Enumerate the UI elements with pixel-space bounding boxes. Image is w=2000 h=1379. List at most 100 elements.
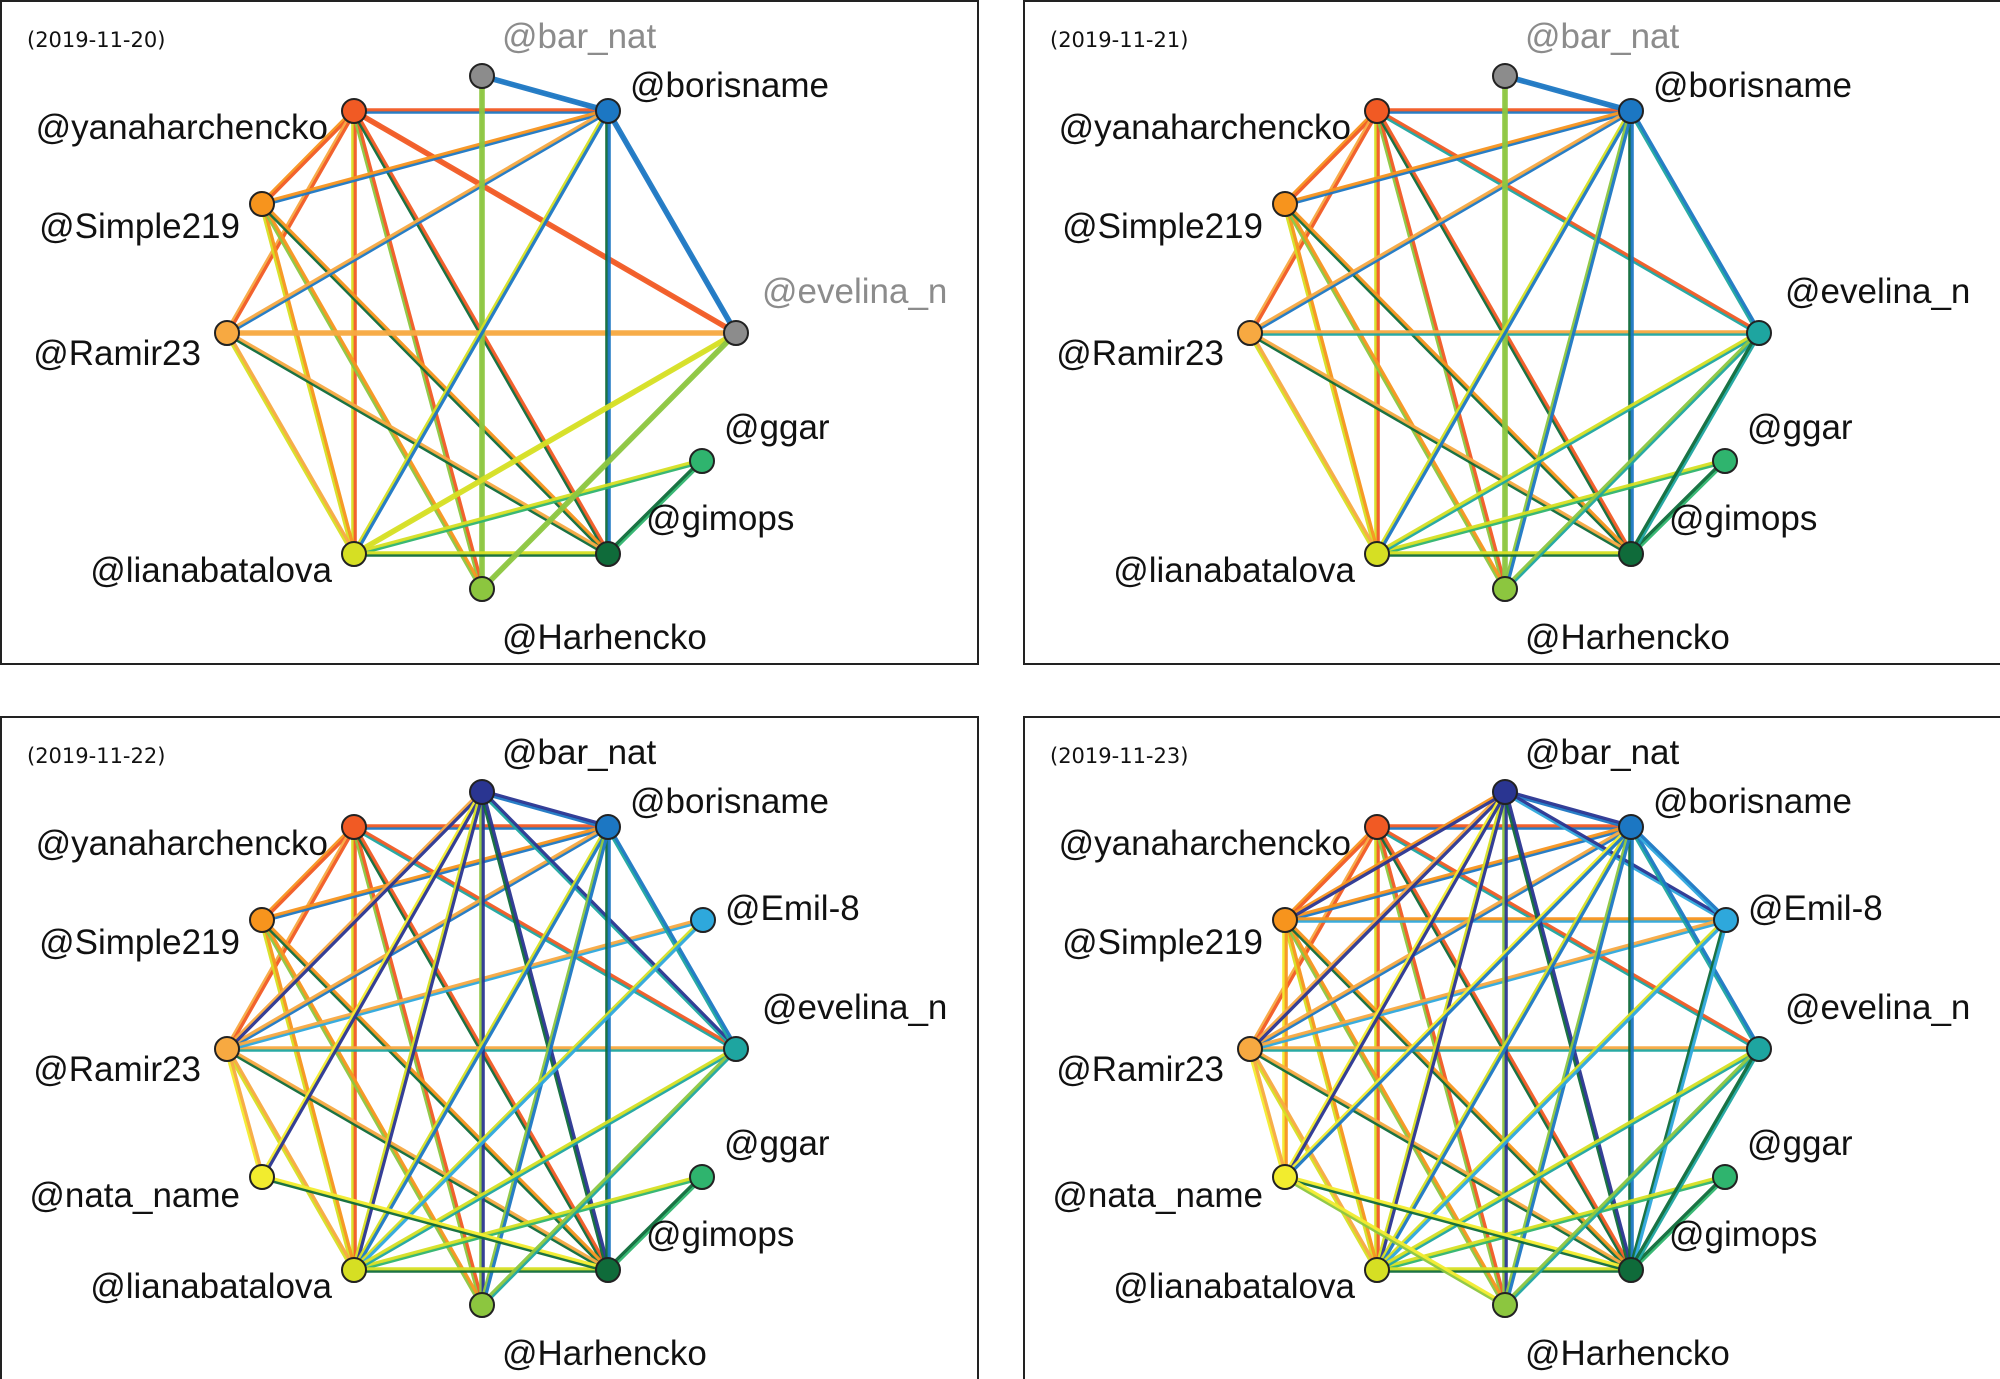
node-evelina_n: [1746, 320, 1772, 346]
node-evelina_n: [723, 320, 749, 346]
edge-bar_nat-gimops-b: [1504, 790, 1634, 1272]
edge-bar_nat-Simple219-b: [1284, 791, 1508, 923]
edge-lianabatalova-ggar-b: [1375, 1174, 1727, 1271]
node-label-lianabatalova: @lianabatalova: [90, 1267, 332, 1306]
edge-borisname-Harhencko-b: [481, 825, 611, 1307]
edge-bar_nat-nata_name: [1282, 789, 1506, 1179]
node-label-yanaharchencko: @yanaharchencko: [1059, 108, 1351, 147]
node-Simple219: [249, 907, 275, 933]
node-bar_nat: [469, 779, 495, 805]
edge-bar_nat-borisname: [480, 75, 610, 114]
edge-borisname-lianabatalova-b: [1376, 825, 1634, 1273]
node-label-Harhencko: @Harhencko: [1525, 618, 1730, 657]
node-evelina_n: [723, 1036, 749, 1062]
edge-Emil-8-lianabatalova: [351, 917, 704, 1271]
edge-Ramir23-Emil-8-b: [1248, 917, 1728, 1050]
edge-lianabatalova-ggar: [352, 460, 704, 557]
node-gimops: [1618, 541, 1644, 567]
edge-bar_nat-borisname-b: [480, 73, 610, 112]
edge-borisname-lianabatalova: [351, 824, 609, 1272]
edge-Simple219-gimops-b: [1284, 201, 1634, 555]
edge-borisname-nata_name: [1282, 824, 1632, 1178]
edge-bar_nat-borisname-b: [1503, 73, 1633, 112]
edge-Emil-8-lianabatalova-b: [1376, 919, 1729, 1273]
node-layer: @bar_nat@borisname@Emil-8@evelina_n@ggar…: [1052, 733, 1970, 1373]
edge-Simple219-borisname-b: [260, 108, 610, 205]
node-nata_name: [249, 1164, 275, 1190]
node-label-Simple219: @Simple219: [1062, 923, 1263, 962]
node-yanaharchencko: [1364, 98, 1390, 124]
edge-Ramir23-lianabatalova-b: [1249, 1046, 1380, 1272]
edge-borisname-Harhencko: [479, 825, 609, 1307]
edge-Simple219-borisname: [260, 110, 610, 207]
node-Emil-8: [1713, 907, 1739, 933]
edge-lianabatalova-evelina_n: [353, 332, 739, 557]
edge-bar_nat-borisname: [1503, 75, 1633, 114]
edge-Simple219-Harhencko-b: [1284, 917, 1508, 1307]
edge-gimops-ggar-b: [605, 458, 703, 555]
edge-borisname-evelina_n: [1628, 109, 1760, 336]
edge-yanaharchencko-Ramir23-b: [1249, 825, 1380, 1052]
edge-bar_nat-borisname: [480, 791, 610, 830]
node-yanaharchencko: [1364, 814, 1390, 840]
node-label-ggar: @ggar: [1747, 408, 1853, 447]
edge-borisname-evelina_n: [605, 825, 737, 1052]
node-label-lianabatalova: @lianabatalova: [1113, 551, 1355, 590]
node-ggar: [689, 1164, 715, 1190]
node-label-ggar: @ggar: [724, 1124, 830, 1163]
edge-borisname-Harhencko-b: [1504, 109, 1634, 591]
node-label-lianabatalova: @lianabatalova: [90, 551, 332, 590]
edge-Simple219-Harhencko: [259, 202, 483, 592]
edge-gimops-evelina_n: [1630, 332, 1762, 557]
edge-lianabatalova-ggar-b: [352, 1174, 704, 1271]
edge-Harhencko-evelina_n: [481, 332, 739, 592]
node-label-bar_nat: @bar_nat: [1525, 17, 1680, 56]
edge-Ramir23-lianabatalova: [224, 331, 355, 557]
edge-yanaharchencko-Harhencko-b: [1376, 109, 1508, 591]
edge-Harhencko-evelina_n: [1504, 332, 1762, 592]
node-Harhencko: [1492, 576, 1518, 602]
edge-Simple219-Harhencko: [1282, 202, 1506, 592]
node-label-nata_name: @nata_name: [29, 1176, 240, 1215]
node-gimops: [1618, 1257, 1644, 1283]
node-label-ggar: @ggar: [1747, 1124, 1853, 1163]
edge-Simple219-Harhencko-b: [261, 201, 485, 591]
node-label-Harhencko: @Harhencko: [502, 618, 707, 657]
edge-gimops-ggar-b: [1628, 458, 1726, 555]
edge-bar_nat-Ramir23-b: [226, 791, 485, 1052]
node-Ramir23: [214, 1036, 240, 1062]
panel-date-label: (2019-11-22): [27, 744, 165, 768]
edge-gimops-ggar-b: [605, 1174, 703, 1271]
node-layer: @bar_nat@borisname@evelina_n@ggar@gimops…: [1056, 17, 1970, 657]
network-panel-1: (2019-11-20)@bar_nat@borisname@evelina_n…: [0, 0, 979, 665]
edge-borisname-Harhencko: [1502, 825, 1632, 1307]
node-label-evelina_n: @evelina_n: [762, 272, 947, 311]
edge-Ramir23-nata_name-b: [1249, 1047, 1288, 1179]
panel-date-label: (2019-11-21): [1050, 28, 1188, 52]
edge-borisname-evelina_n: [1628, 825, 1760, 1052]
edge-lianabatalova-ggar-b: [352, 458, 704, 555]
edge-borisname-lianabatalova-b: [353, 825, 611, 1273]
edge-yanaharchencko-Simple219-b: [1284, 110, 1380, 207]
edge-borisname-evelina_n-b: [1630, 108, 1762, 335]
edge-Ramir23-nata_name: [1247, 1047, 1286, 1179]
edge-gimops-ggar: [1630, 1176, 1728, 1273]
edge-bar_nat-borisname-b: [480, 789, 610, 828]
edge-yanaharchencko-Simple219: [1282, 824, 1378, 921]
node-label-Emil-8: @Emil-8: [1748, 889, 1883, 928]
edge-bar_nat-gimops-b: [481, 790, 611, 1272]
edge-Simple219-gimops-b: [261, 201, 611, 555]
edge-yanaharchencko-Harhencko-b: [353, 109, 485, 591]
node-Ramir23: [214, 320, 240, 346]
edge-nata_name-Harhencko-b: [1284, 1174, 1508, 1306]
node-nata_name: [1272, 1164, 1298, 1190]
edge-yanaharchencko-Harhencko: [351, 825, 483, 1307]
edge-yanaharchencko-Ramir23: [1247, 108, 1378, 335]
node-label-Ramir23: @Ramir23: [33, 334, 201, 373]
edge-Ramir23-lianabatalova: [224, 1047, 355, 1273]
edge-yanaharchencko-Ramir23-b: [1249, 109, 1380, 336]
node-label-evelina_n: @evelina_n: [1785, 988, 1970, 1027]
edge-gimops-ggar: [607, 1176, 705, 1273]
edge-yanaharchencko-Simple219-b: [261, 826, 357, 923]
node-label-bar_nat: @bar_nat: [502, 733, 657, 772]
